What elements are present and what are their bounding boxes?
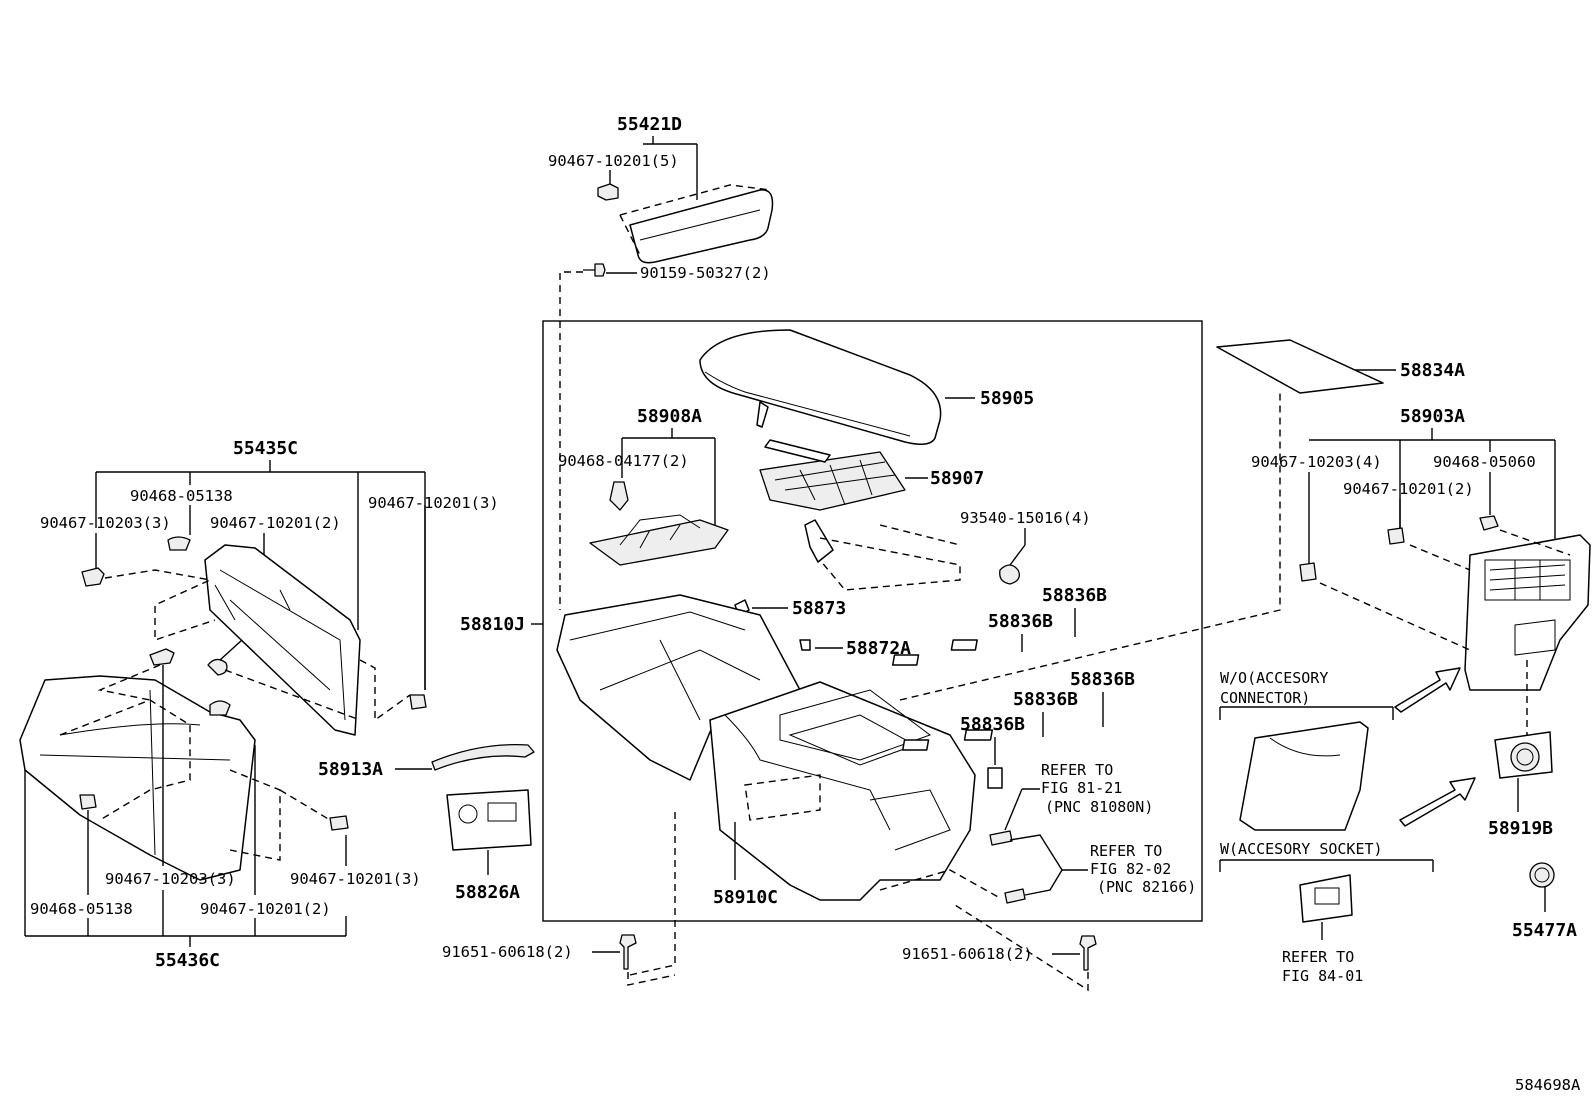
label-90467-10201-2-bot[interactable]: 90467-10201(2): [200, 900, 331, 918]
part-58872A-clip: [799, 639, 811, 651]
ref-84-01-line2[interactable]: FIG 84-01: [1282, 967, 1363, 985]
label-58903A[interactable]: 58903A: [1400, 406, 1465, 427]
label-58836B-2[interactable]: 58836B: [988, 611, 1053, 632]
part-58908A-bracket: [589, 519, 729, 566]
label-58873[interactable]: 58873: [792, 598, 846, 619]
part-58905-armrest: [699, 329, 942, 445]
clip-icon-left-4: [409, 694, 427, 710]
label-58910C[interactable]: 58910C: [713, 887, 778, 908]
label-55435C[interactable]: 55435C: [233, 438, 298, 459]
label-90467-10201-5[interactable]: 90467-10201(5): [548, 152, 679, 170]
main-assembly-frame: [542, 320, 1203, 922]
label-58834A[interactable]: 58834A: [1400, 360, 1465, 381]
diagram-id: 584698A: [1515, 1076, 1581, 1094]
clip-icon-left-5: [149, 648, 175, 666]
label-90467-10201-2-top[interactable]: 90467-10201(2): [210, 514, 341, 532]
label-w-socket[interactable]: W(ACCESORY SOCKET): [1220, 840, 1383, 858]
screw-icon: [583, 263, 606, 277]
part-wo-connector-panel: [1239, 721, 1369, 831]
group-armrest: 58905 58907 93540-15016(4) 58908A 90468-…: [558, 329, 1091, 659]
group-console-box: 58810J 58910C 58836B 58836B 58836B 58836…: [442, 390, 1281, 992]
part-55436C-panel: [19, 675, 256, 881]
clip-icon: [597, 183, 619, 201]
ref-84-01-line1[interactable]: REFER TO: [1282, 948, 1354, 966]
label-58836B-3[interactable]: 58836B: [1070, 669, 1135, 690]
label-58836B-1[interactable]: 58836B: [1042, 585, 1107, 606]
part-58910C-body: [709, 681, 976, 901]
ref-81-21-line3[interactable]: (PNC 81080N): [1045, 798, 1153, 816]
label-58826A[interactable]: 58826A: [455, 882, 520, 903]
label-58836B-5[interactable]: 58836B: [960, 714, 1025, 735]
ref-81-21-line2[interactable]: FIG 81-21: [1041, 779, 1122, 797]
clip-icon-left-6: [209, 700, 231, 716]
label-55421D[interactable]: 55421D: [617, 114, 682, 135]
ref-81-21-line1[interactable]: REFER TO: [1041, 761, 1113, 779]
label-wo-connector-line2[interactable]: CONNECTOR): [1220, 689, 1310, 707]
part-w-socket-bezel: [1299, 874, 1353, 923]
part-58903A-rear-panel: [1464, 534, 1591, 691]
label-58908A[interactable]: 58908A: [637, 406, 702, 427]
part-55477A-cap: [1529, 862, 1555, 888]
ref-82-02-line3[interactable]: (PNC 82166): [1097, 878, 1196, 896]
part-58826A-bezel: [446, 789, 532, 851]
ref-82-02-line2[interactable]: FIG 82-02: [1090, 860, 1171, 878]
clip-icon-right-3: [1479, 515, 1499, 531]
clip-icon-left-2: [167, 536, 191, 551]
label-90467-10203-3-top[interactable]: 90467-10203(3): [40, 514, 171, 532]
bolt-icon-right: [1079, 935, 1097, 971]
group-55435C: 55435C 90468-05138 90467-10203(3) 90467-…: [40, 438, 499, 736]
label-58872A[interactable]: 58872A: [846, 638, 911, 659]
label-90468-05060[interactable]: 90468-05060: [1433, 453, 1536, 471]
clip-icon-04177: [609, 481, 629, 511]
label-55436C[interactable]: 55436C: [155, 950, 220, 971]
clip-icon-left-8: [79, 794, 97, 810]
screw-icon-93540: [999, 564, 1021, 585]
part-55421D-garnish: [629, 189, 774, 264]
label-55477A[interactable]: 55477A: [1512, 920, 1577, 941]
part-55435C-panel: [204, 544, 361, 736]
label-90159-50327-2[interactable]: 90159-50327(2): [640, 264, 771, 282]
label-91651-60618-2-left[interactable]: 91651-60618(2): [442, 943, 573, 961]
label-90467-10201-2-right[interactable]: 90467-10201(2): [1343, 480, 1474, 498]
ref-82-02-line1[interactable]: REFER TO: [1090, 842, 1162, 860]
label-90467-10203-3-bot[interactable]: 90467-10203(3): [105, 870, 236, 888]
label-90467-10201-3-top[interactable]: 90467-10201(3): [368, 494, 499, 512]
part-58834A-mat: [1216, 339, 1384, 394]
group-right: 58834A 58903A 90467-10203(4) 90468-05060…: [1216, 339, 1591, 985]
label-58905[interactable]: 58905: [980, 388, 1034, 409]
clip-icon-left-7: [329, 815, 349, 831]
part-58907-hinge: [759, 451, 906, 511]
connector-icon-82166: [1004, 888, 1026, 904]
label-90467-10203-4[interactable]: 90467-10203(4): [1251, 453, 1382, 471]
group-58913A-58826A: 58913A 58826A: [318, 743, 535, 903]
part-58913A-trim: [431, 743, 535, 771]
clip-icon-left-3: [207, 658, 228, 676]
connector-icon-81080N: [989, 830, 1013, 846]
bolt-icon-left: [619, 934, 637, 970]
label-58836B-4[interactable]: 58836B: [1013, 689, 1078, 710]
group-55421D: 55421D 90467-10201(5) 90159-50327(2): [548, 114, 774, 610]
label-90468-05138-top[interactable]: 90468-05138: [130, 487, 233, 505]
label-90468-04177-2[interactable]: 90468-04177(2): [558, 452, 689, 470]
label-58919B[interactable]: 58919B: [1488, 818, 1553, 839]
label-90468-05138-bot[interactable]: 90468-05138: [30, 900, 133, 918]
clip-icon-right-1: [1299, 562, 1317, 582]
label-wo-connector-line1[interactable]: W/O(ACCESORY: [1220, 669, 1328, 687]
clip-icon-right-2: [1387, 527, 1405, 545]
label-90467-10201-3-bot[interactable]: 90467-10201(3): [290, 870, 421, 888]
label-58810J[interactable]: 58810J: [460, 614, 525, 635]
clip-icon-left-1: [81, 567, 105, 587]
label-93540-15016-4[interactable]: 93540-15016(4): [960, 509, 1091, 527]
arrow-icon-2: [1399, 777, 1476, 827]
group-55436C: 90467-10203(3) 90467-10201(3) 90468-0513…: [19, 648, 421, 971]
label-58907[interactable]: 58907: [930, 468, 984, 489]
arrow-icon-1: [1394, 667, 1461, 713]
label-58913A[interactable]: 58913A: [318, 759, 383, 780]
label-91651-60618-2-right[interactable]: 91651-60618(2): [902, 945, 1033, 963]
